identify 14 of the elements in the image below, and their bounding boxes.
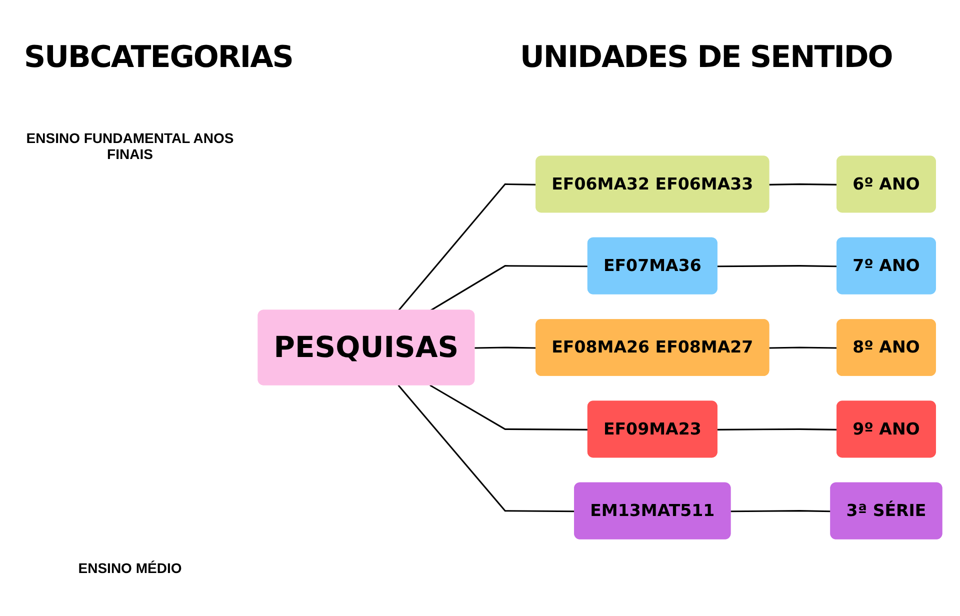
column-heading: UNIDADES DE SENTIDO <box>520 40 892 75</box>
connector <box>398 384 576 512</box>
connector <box>430 265 588 312</box>
connector <box>730 510 832 512</box>
connector <box>430 384 588 430</box>
level-label: ENSINO MÉDIO <box>77 560 183 576</box>
connector <box>398 183 537 312</box>
level-label: ENSINO FUNDAMENTAL ANOS FINAIS <box>25 130 235 162</box>
connector <box>474 346 537 349</box>
connector <box>717 265 838 268</box>
connector <box>769 183 838 186</box>
column-heading: SUBCATEGORIAS <box>24 40 293 75</box>
connector <box>717 428 838 430</box>
connector <box>769 346 838 349</box>
